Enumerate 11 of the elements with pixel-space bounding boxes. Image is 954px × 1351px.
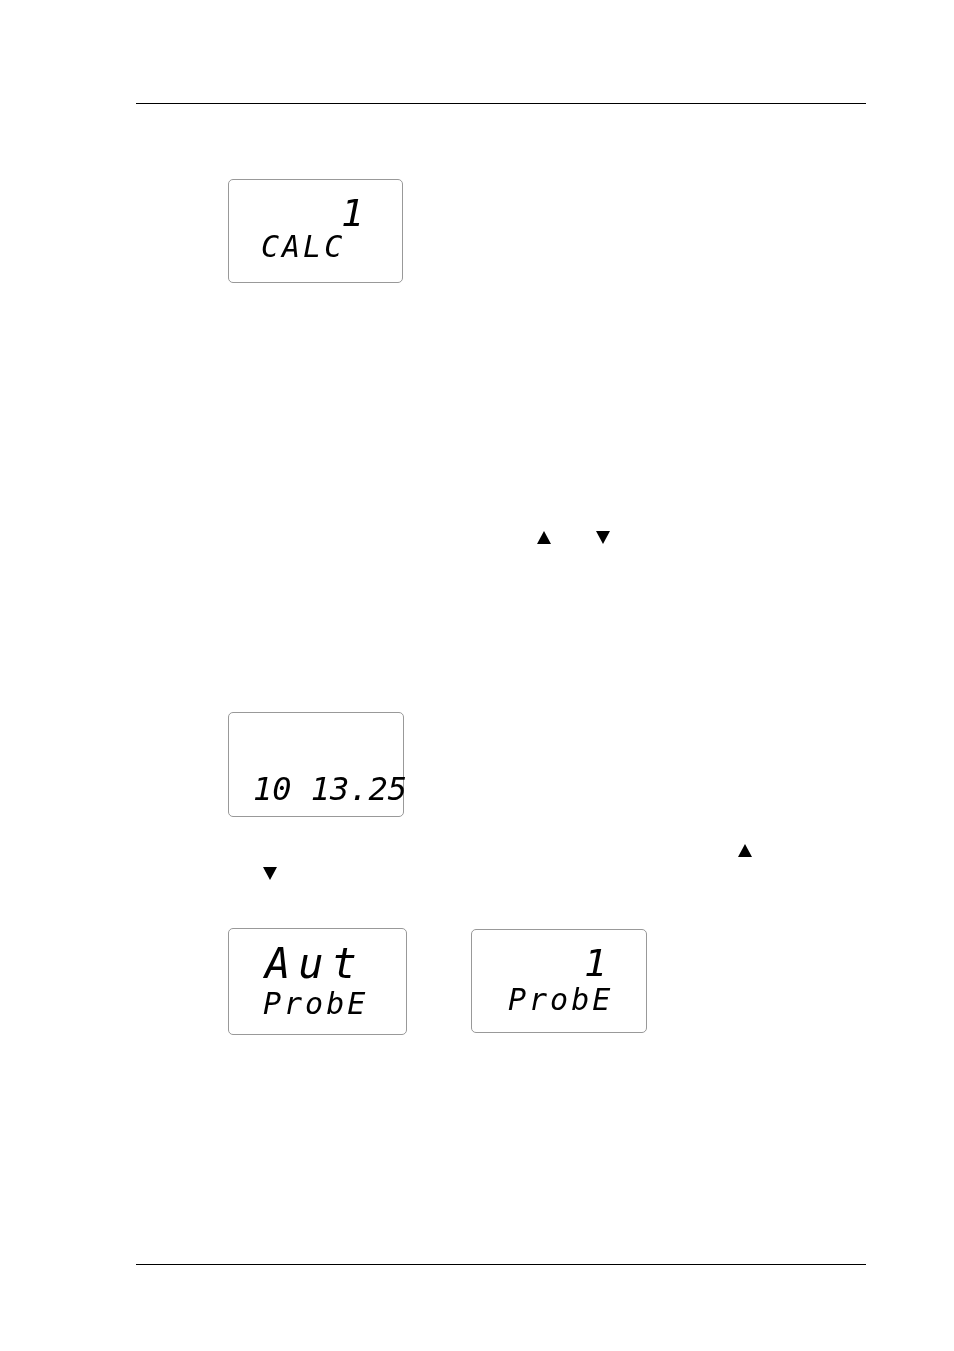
- lcd-display: [228, 179, 403, 283]
- lcd-display: [228, 712, 404, 817]
- display-top-text: 1: [341, 194, 364, 232]
- display-bottom-text: CALC: [261, 232, 346, 262]
- lcd-display: [471, 929, 647, 1033]
- display-bottom-text: ProbE: [508, 985, 614, 1015]
- display-bottom-text: ProbE: [263, 989, 369, 1019]
- lcd-display: [228, 928, 407, 1035]
- display-top-text: Aut: [265, 943, 365, 985]
- display-text: 10 13.25: [253, 773, 408, 805]
- display-top-text: 1: [584, 944, 607, 982]
